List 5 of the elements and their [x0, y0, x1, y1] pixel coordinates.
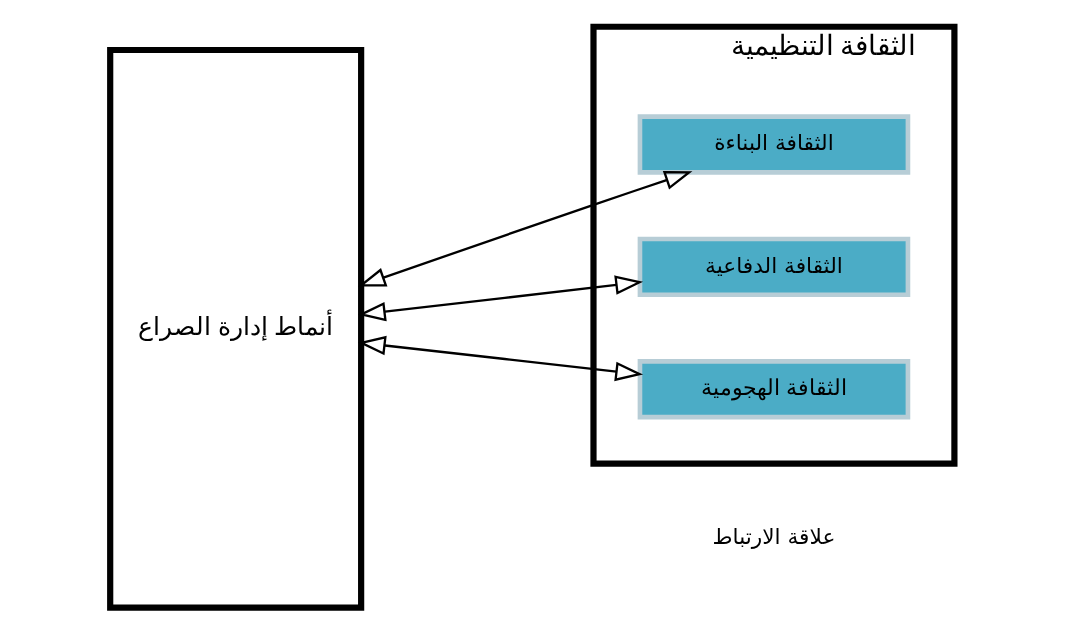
node-box: الثقافة الهجومية — [637, 359, 911, 420]
legend-label: علاقة الارتباط — [712, 523, 836, 549]
node-box: الثقافة البناءة — [637, 114, 911, 175]
node-box: الثقافة الدفاعية — [637, 236, 911, 298]
node-box: أنماط إدارة الصراع — [107, 46, 365, 611]
